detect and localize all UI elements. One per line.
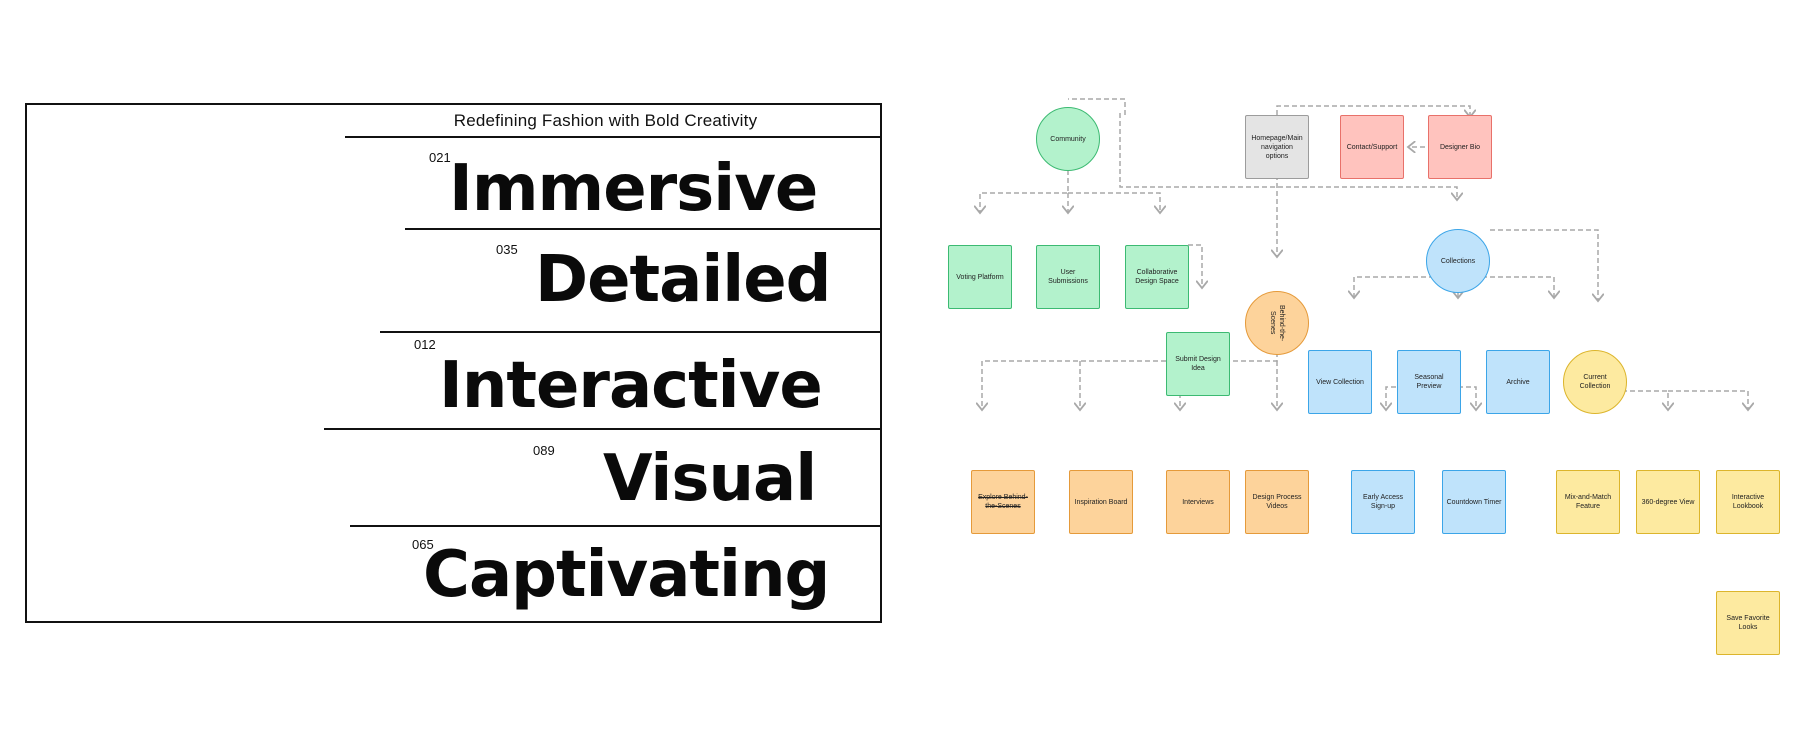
node-collaborative-design-space[interactable]: Collaborative Design Space bbox=[1125, 245, 1189, 309]
node-contact-support[interactable]: Contact/Support bbox=[1340, 115, 1404, 179]
node-community[interactable]: Community bbox=[1036, 107, 1100, 171]
entry-1-word: Immersive bbox=[449, 152, 818, 226]
node-collections[interactable]: Collections bbox=[1426, 229, 1490, 293]
node-homepage[interactable]: Homepage/Main navigation options bbox=[1245, 115, 1309, 179]
node-save-favorite-looks[interactable]: Save Favorite Looks bbox=[1716, 591, 1780, 655]
rule-1 bbox=[345, 136, 880, 138]
node-early-access-signup[interactable]: Early Access Sign-up bbox=[1351, 470, 1415, 534]
feature-panel: Redefining Fashion with Bold Creativity … bbox=[25, 103, 882, 623]
rule-5 bbox=[350, 525, 880, 527]
entry-2-number: 035 bbox=[496, 242, 518, 257]
entry-4-word: Visual bbox=[603, 442, 817, 516]
node-behind-the-scenes[interactable]: Behind-the-Scenes bbox=[1245, 291, 1309, 355]
rule-2 bbox=[405, 228, 880, 230]
entry-1-number: 021 bbox=[429, 150, 451, 165]
rule-3 bbox=[380, 331, 880, 333]
node-explore-behind-the-scenes[interactable]: Explore Behind-the-Scenes bbox=[971, 470, 1035, 534]
entry-2-word: Detailed bbox=[535, 243, 831, 317]
entry-3-word: Interactive bbox=[439, 349, 823, 423]
entry-4-number: 089 bbox=[533, 443, 555, 458]
entry-5-number: 065 bbox=[412, 537, 434, 552]
node-inspiration-board[interactable]: Inspiration Board bbox=[1069, 470, 1133, 534]
node-interactive-lookbook[interactable]: Interactive Lookbook bbox=[1716, 470, 1780, 534]
node-mix-and-match[interactable]: Mix-and-Match Feature bbox=[1556, 470, 1620, 534]
node-interviews[interactable]: Interviews bbox=[1166, 470, 1230, 534]
node-360-view[interactable]: 360-degree View bbox=[1636, 470, 1700, 534]
site-map-diagram: Community Homepage/Main navigation optio… bbox=[940, 95, 1790, 695]
node-design-process-videos[interactable]: Design Process Videos bbox=[1245, 470, 1309, 534]
node-seasonal-preview[interactable]: Seasonal Preview bbox=[1397, 350, 1461, 414]
panel-tagline: Redefining Fashion with Bold Creativity bbox=[453, 111, 758, 130]
node-current-collection[interactable]: Current Collection bbox=[1563, 350, 1627, 414]
node-behind-the-scenes-label: Behind-the-Scenes bbox=[1269, 304, 1285, 342]
node-view-collection[interactable]: View Collection bbox=[1308, 350, 1372, 414]
node-designer-bio[interactable]: Designer Bio bbox=[1428, 115, 1492, 179]
entry-3-number: 012 bbox=[414, 337, 436, 352]
node-voting-platform[interactable]: Voting Platform bbox=[948, 245, 1012, 309]
node-user-submissions[interactable]: User Submissions bbox=[1036, 245, 1100, 309]
node-archive[interactable]: Archive bbox=[1486, 350, 1550, 414]
node-countdown-timer[interactable]: Countdown Timer bbox=[1442, 470, 1506, 534]
rule-4 bbox=[324, 428, 880, 430]
entry-5-word: Captivating bbox=[423, 538, 830, 612]
node-submit-design-idea[interactable]: Submit Design Idea bbox=[1166, 332, 1230, 396]
